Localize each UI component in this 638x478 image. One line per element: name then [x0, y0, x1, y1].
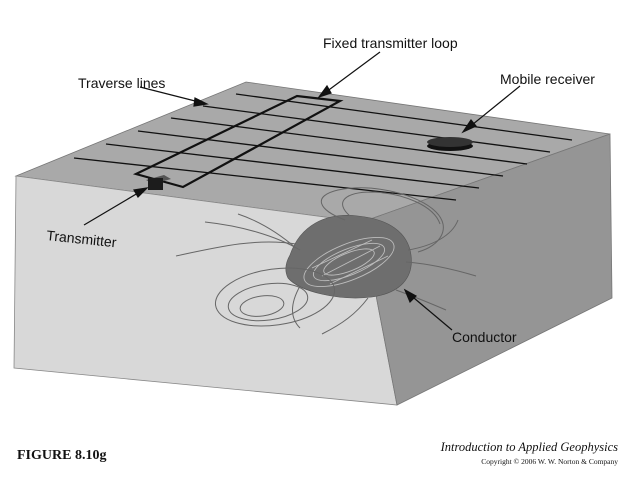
conductor-body: [285, 215, 412, 299]
mobile-receiver-label: Mobile receiver: [500, 71, 595, 87]
book-credit: Introduction to Applied Geophysics Copyr…: [441, 440, 618, 466]
transmitter-label: Transmitter: [46, 227, 118, 250]
fixed-transmitter-loop: [132, 94, 344, 189]
traverse-lines-label: Traverse lines: [78, 75, 165, 91]
transmitter-box: [146, 175, 171, 190]
mobile-receiver-disc: [427, 137, 473, 151]
label-arrows: [83, 51, 521, 331]
induced-current-loops: [303, 237, 395, 287]
traverse-line: [170, 117, 528, 165]
traverse-line: [235, 93, 573, 141]
traverse-line: [105, 143, 480, 189]
copyright-notice: Copyright © 2006 W. W. Norton & Company: [481, 457, 618, 466]
traverse-line: [73, 157, 457, 201]
conductor-label: Conductor: [452, 329, 517, 345]
fixed-transmitter-loop-label: Fixed transmitter loop: [323, 35, 458, 51]
right-face: [361, 133, 613, 406]
traverse-line: [137, 130, 504, 177]
figure-caption: FIGURE 8.10g: [17, 448, 107, 463]
book-title: Introduction to Applied Geophysics: [440, 440, 618, 454]
field-lines: [175, 187, 477, 335]
